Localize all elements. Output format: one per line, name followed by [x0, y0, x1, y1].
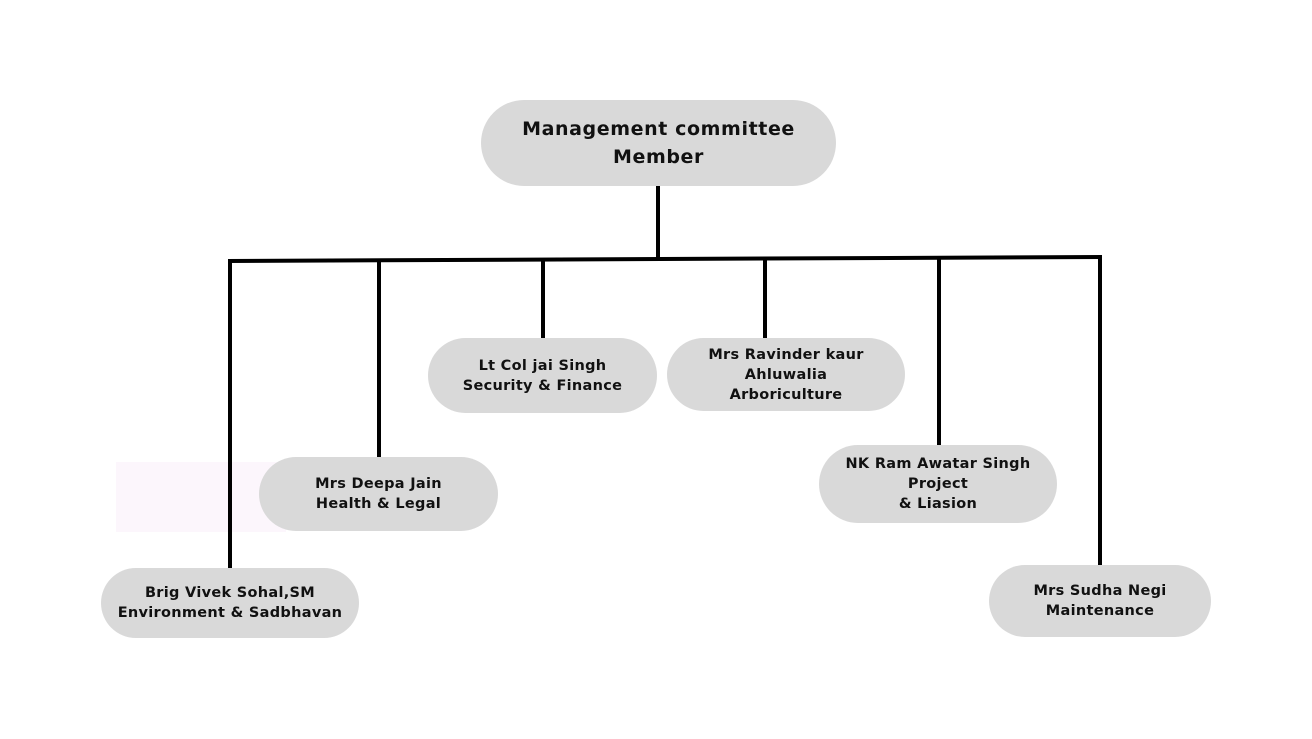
member-node-sudha-negi: Mrs Sudha Negi Maintenance: [989, 565, 1211, 637]
member-name: Brig Vivek Sohal,SM: [144, 585, 316, 601]
member-node-ravinder-kaur: Mrs Ravinder kaur Ahluwalia Arboricultur…: [667, 338, 905, 411]
horizontal-bus-line: [227, 255, 1103, 263]
member-name: Mrs Ravinder kaur Ahluwalia: [708, 346, 864, 383]
member-role: & Liasion: [898, 496, 978, 512]
root-title-line2: Member: [612, 146, 705, 168]
member-name: Mrs Sudha Negi: [1033, 583, 1167, 599]
member-node-ram-awatar: NK Ram Awatar Singh Project & Liasion: [819, 445, 1057, 523]
member-node-jai-singh: Lt Col jai Singh Security & Finance: [428, 338, 657, 413]
member-role: Environment & Sadbhavan: [117, 605, 343, 621]
member-node-deepa-jain: Mrs Deepa Jain Health & Legal: [259, 457, 498, 531]
member-name: Mrs Deepa Jain: [315, 476, 442, 492]
member-role: Maintenance: [1045, 603, 1155, 619]
member-name: Lt Col jai Singh: [478, 357, 607, 374]
member-role: Security & Finance: [462, 377, 623, 394]
member-name: NK Ram Awatar Singh Project: [845, 456, 1031, 492]
member-node-vivek-sohal: Brig Vivek Sohal,SM Environment & Sadbha…: [101, 568, 359, 638]
root-node-management-committee: Management committee Member: [481, 100, 836, 186]
member-role: Health & Legal: [315, 496, 442, 512]
root-title-line1: Management committee: [522, 118, 795, 140]
faint-smudge: [116, 462, 286, 532]
member-role: Arboriculture: [729, 386, 843, 403]
